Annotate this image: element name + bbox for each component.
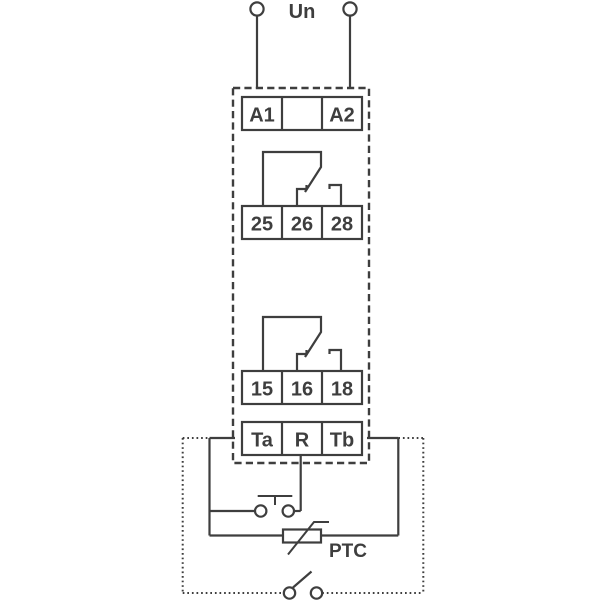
terminal-strip-sensor: Ta R Tb (240, 420, 364, 457)
reset-button-icon (209, 495, 301, 518)
terminal-strip-supply: A1 A2 (240, 95, 364, 132)
terminal-16-label: 16 (291, 379, 313, 401)
terminal-ta-label: Ta (251, 430, 274, 452)
terminal-a2-label: A2 (329, 105, 355, 127)
switch-contact-left (282, 586, 297, 600)
button-contact-right (281, 504, 296, 518)
contact-nc-hook (295, 350, 308, 371)
terminal-strip-frame (240, 420, 364, 457)
external-option-outline (181, 437, 425, 600)
ptc-thermistor-icon: PTC (209, 521, 399, 562)
ptc-thermistor-stroke (287, 521, 329, 556)
device-outline (231, 86, 371, 465)
changeover-contact-15-icon (261, 315, 343, 371)
supply-terminal-circle-right (342, 1, 358, 17)
terminal-strip-frame (240, 369, 364, 406)
contact-common-blade (261, 150, 323, 206)
external-switch-icon (282, 570, 324, 600)
terminal-strip-output-1: 15 16 18 (240, 369, 364, 406)
terminal-28-label: 28 (331, 214, 353, 236)
button-contact-left (253, 504, 268, 518)
terminal-strip-frame (240, 95, 364, 132)
supply-voltage-label: Un (289, 1, 316, 23)
terminal-strip-output-2: 25 26 28 (240, 204, 364, 241)
terminal-15-label: 15 (251, 379, 273, 401)
terminal-strip-frame (240, 204, 364, 241)
switch-blade (292, 570, 313, 589)
ptc-label: PTC (329, 541, 367, 562)
terminal-tb-label: Tb (330, 430, 354, 452)
contact-common-blade (261, 315, 323, 371)
contact-nc-hook (295, 185, 308, 206)
terminal-a1-label: A1 (249, 105, 275, 127)
terminal-18-label: 18 (331, 379, 353, 401)
contact-no-hook (328, 348, 343, 371)
terminal-25-label: 25 (251, 214, 273, 236)
switch-contact-right (309, 586, 324, 600)
terminal-r-label: R (295, 430, 310, 452)
supply-section: Un (249, 1, 358, 88)
terminal-26-label: 26 (291, 214, 313, 236)
contact-no-hook (328, 183, 343, 206)
external-circuit: PTC (208, 436, 400, 562)
supply-terminal-circle-left (249, 1, 265, 17)
changeover-contact-25-icon (261, 150, 343, 206)
